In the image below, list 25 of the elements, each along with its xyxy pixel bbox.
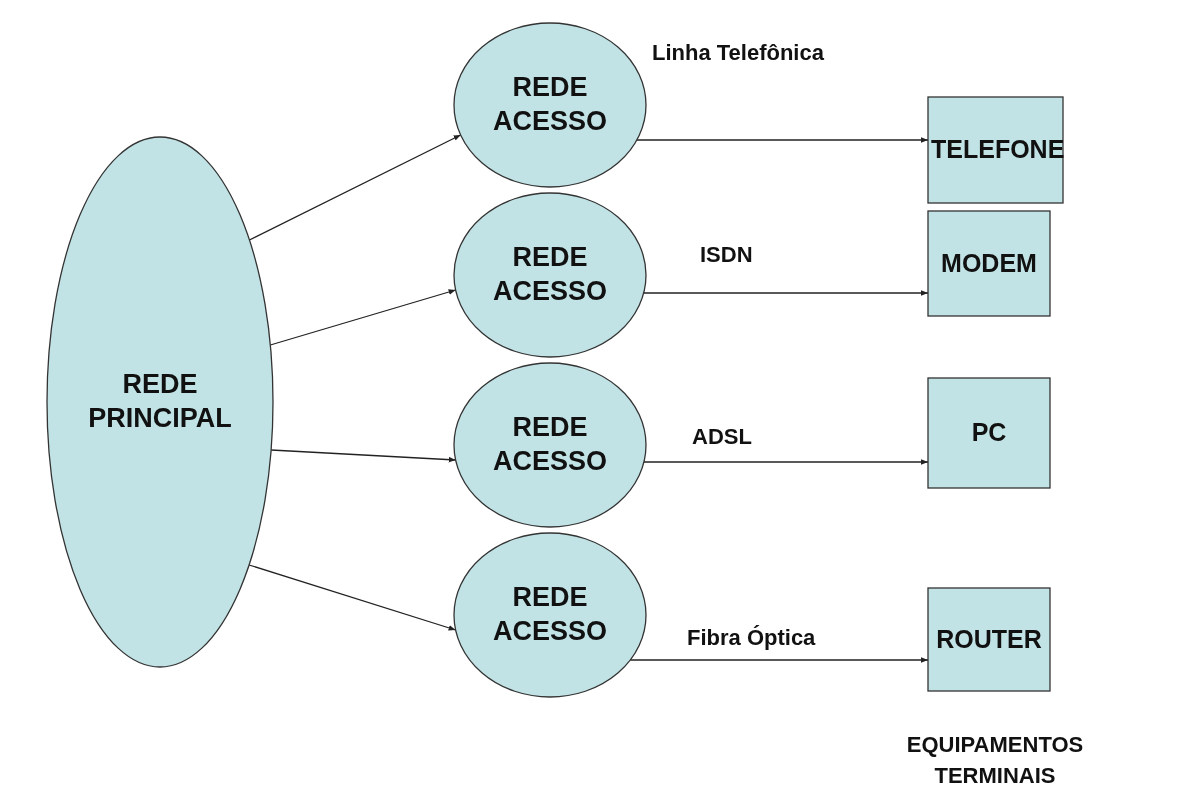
node-label: MODEM bbox=[941, 247, 1037, 279]
node-label: REDE ACESSO bbox=[492, 241, 608, 308]
node-label: REDE PRINCIPAL bbox=[87, 368, 233, 435]
arrow bbox=[643, 459, 929, 465]
edge-label: Fibra Óptica bbox=[685, 625, 818, 651]
network-ellipse bbox=[454, 193, 646, 357]
arrow bbox=[248, 134, 462, 241]
arrow bbox=[636, 137, 929, 143]
device-box bbox=[928, 211, 1050, 316]
device-box bbox=[928, 97, 1063, 203]
arrow bbox=[269, 289, 457, 346]
network-ellipse bbox=[47, 137, 273, 667]
node-label: REDE ACESSO bbox=[492, 71, 608, 138]
node-label: ROUTER bbox=[936, 623, 1042, 655]
device-box bbox=[928, 588, 1050, 691]
node-label: PC bbox=[971, 417, 1007, 449]
device-box bbox=[928, 378, 1050, 488]
network-ellipse bbox=[454, 363, 646, 527]
node-label: REDE ACESSO bbox=[492, 581, 608, 648]
network-ellipse bbox=[454, 23, 646, 187]
network-ellipse bbox=[454, 533, 646, 697]
node-label: REDE ACESSO bbox=[492, 411, 608, 478]
arrow bbox=[629, 657, 929, 663]
group-caption: EQUIPAMENTOS TERMINAIS bbox=[905, 731, 1085, 790]
arrow bbox=[643, 290, 929, 296]
